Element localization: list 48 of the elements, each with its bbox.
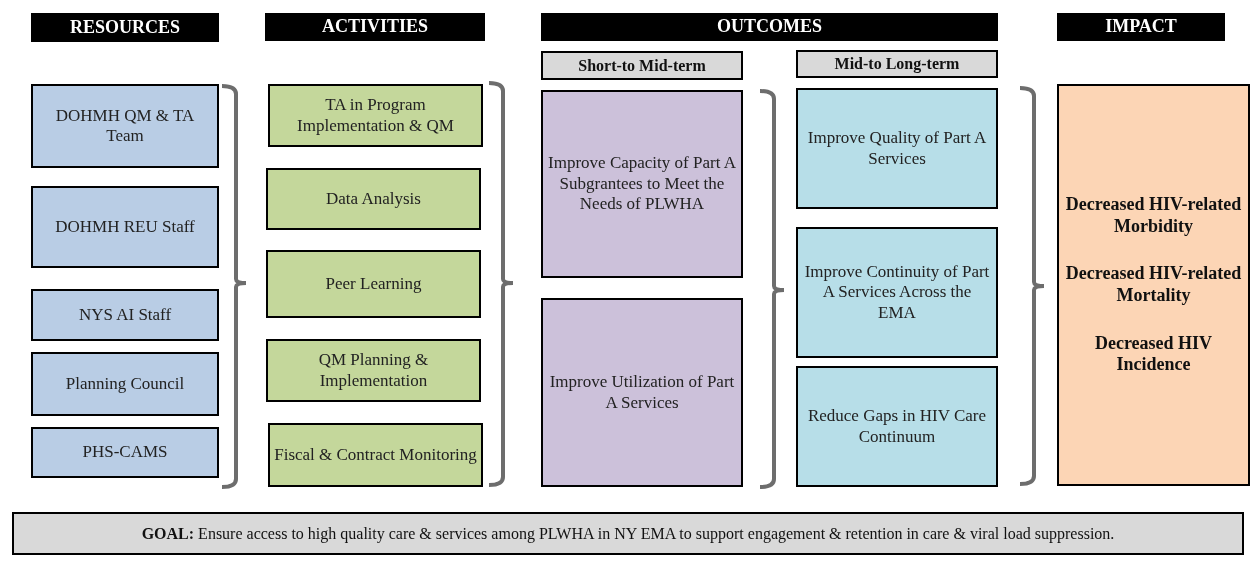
box-text: IMPACT [1105,16,1177,38]
box-text: OUTCOMES [717,16,822,38]
resource-box [31,289,219,341]
subheader-box [796,50,998,78]
box-text: Decreased HIV-related Mortality [1064,263,1243,307]
box-text: Fiscal & Contract Monitoring [274,444,477,466]
column-header [31,13,219,42]
activity-box [266,168,481,230]
box-text: Decreased HIV-related Morbidity [1064,194,1243,238]
box-text: Reduce Gaps in HIV Care Continuum [806,406,988,447]
box-text: Planning Council [65,373,185,395]
box-text: Decreased HIV Incidence [1093,332,1214,376]
box-text: Peer Learning [325,273,422,295]
outcome-box [541,90,743,278]
resource-box [31,352,219,416]
box-text: Improve Quality of Part A Services [806,128,988,169]
resource-box [31,427,219,478]
resource-box [31,84,219,168]
activity-box [268,84,483,147]
box-text: GOAL: Ensure access to high quality care & services among PLWHA in NY EMA to support engagement & retention in care & viral load suppression. [141,523,1115,544]
column-header [541,13,998,41]
box-text: RESOURCES [70,16,180,39]
outcome-box [541,298,743,487]
goal-box [12,512,1244,555]
activity-box [266,250,481,318]
resource-box [31,186,219,268]
box-text: ACTIVITIES [321,16,428,38]
box-text: DOHMH QM & TA Team [54,105,196,147]
impact-box [1057,84,1250,486]
column-header [265,13,485,41]
box-text: Short-to Mid-term [578,55,706,76]
activity-box [266,339,481,402]
box-text: Improve Utilization of Part A Services [548,372,736,413]
outcome-box [796,366,998,487]
box-text: Improve Capacity of Part A Subgrantees to Meet the Needs of PLWHA [547,153,737,215]
box-text: Mid-to Long-term [834,54,960,74]
box-text: PHS-CAMS [82,442,168,463]
column-header [1057,13,1225,41]
box-text: DOHMH REU Staff [55,216,195,238]
subheader-box [541,51,743,80]
outcome-box [796,227,998,358]
box-text: Improve Continuity of Part A Services Across the EMA [803,261,991,324]
box-text: Data Analysis [326,188,421,210]
outcome-box [796,88,998,209]
activity-box [268,423,483,487]
box-text: QM Planning & Implementation [317,350,430,391]
box-text: TA in Program Implementation & QM [296,95,455,136]
box-text: NYS AI Staff [78,304,172,326]
